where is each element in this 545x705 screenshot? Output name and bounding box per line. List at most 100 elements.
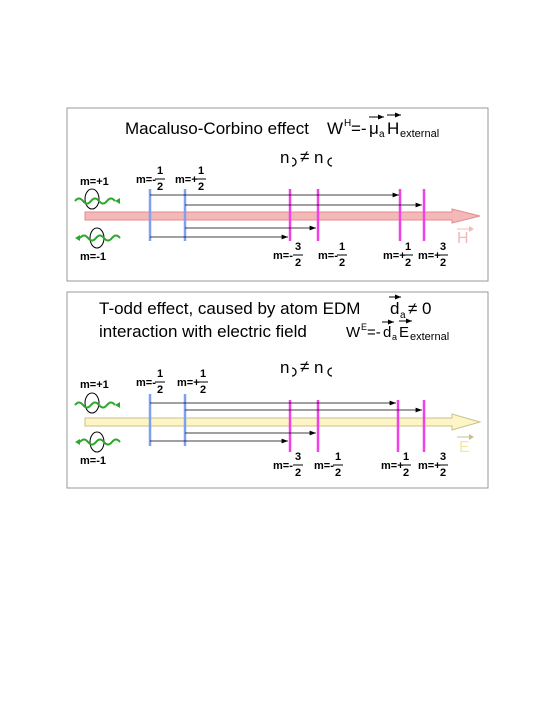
label-num: 1 (157, 165, 163, 177)
n-left: n (280, 358, 289, 377)
edm-symbol: d a ≠ 0 (389, 294, 432, 321)
bottom-label-m-plus-half: m=+ 1 2 (383, 241, 413, 269)
formula-w: W (327, 119, 343, 138)
label-num: 1 (403, 451, 409, 463)
formula-eq: =- (367, 324, 381, 341)
edm-d: d (390, 299, 399, 318)
label-prefix: m=+ (383, 250, 406, 262)
label-num: 3 (295, 241, 301, 253)
label-num: 3 (295, 451, 301, 463)
top-label-m-minus-half: m=- 1 2 (136, 165, 165, 193)
label-prefix: m=- (136, 174, 156, 186)
circular-left-icon (327, 157, 333, 167)
n-left: n (280, 148, 289, 167)
label-prefix: m=+ (175, 174, 198, 186)
label-den: 2 (440, 467, 446, 479)
label-prefix: m=- (318, 250, 338, 262)
axis-label: E (459, 439, 470, 456)
label-prefix: m=+ (381, 460, 404, 472)
label-num: 3 (440, 451, 446, 463)
label-den: 2 (339, 257, 345, 269)
bottom-label-m-plus-three-halves: m=+ 3 2 (418, 241, 448, 269)
formula-w: W (346, 324, 361, 341)
label-num: 1 (339, 241, 345, 253)
label-num: 1 (405, 241, 411, 253)
label-den: 2 (295, 257, 301, 269)
bottom-label-m-minus-three-halves: m=- 3 2 (273, 451, 303, 479)
formula-e: E (399, 324, 409, 341)
label-num: 3 (440, 241, 446, 253)
field-label-e: E (457, 434, 474, 456)
panel-macaluso-corbino: Macaluso-Corbino effect W H =- μ a H ext… (66, 107, 489, 282)
label-den: 2 (295, 467, 301, 479)
top-label-m-plus-half: m=+ 1 2 (175, 165, 206, 193)
top-label-m-minus-half: m=- 1 2 (136, 368, 165, 396)
edm-sub: a (400, 310, 406, 321)
bottom-label-m-minus-half: m=- 1 2 (314, 451, 343, 479)
neq: ≠ (300, 147, 309, 166)
formula-h: H (387, 119, 399, 138)
wave-right-circular-icon (74, 392, 120, 414)
label-den: 2 (405, 257, 411, 269)
label-den: 2 (200, 384, 206, 396)
formula-w-sup: H (344, 118, 351, 129)
top-label-m-plus-half: m=+ 1 2 (177, 368, 208, 396)
panel-1-title: Macaluso-Corbino effect (125, 119, 309, 138)
label-prefix: m=- (314, 460, 334, 472)
bottom-label-m-minus-half: m=- 1 2 (318, 241, 347, 269)
panel-2-inequality: n ≠ n (280, 357, 333, 377)
bottom-label-m-minus-three-halves: m=- 3 2 (273, 241, 303, 269)
field-label-h: H (457, 226, 474, 247)
axis-label: H (457, 230, 469, 247)
panel-1-border (66, 107, 489, 282)
panel-2-title-line2: interaction with electric field (99, 322, 307, 341)
label-num: 1 (157, 368, 163, 380)
panel-2-title-line1: T-odd effect, caused by atom EDM (99, 299, 360, 318)
label-prefix: m=- (273, 460, 293, 472)
formula-h-sub: external (400, 128, 439, 140)
wave-left-circular-icon (75, 227, 121, 249)
label-den: 2 (440, 257, 446, 269)
formula-d-sub: a (392, 332, 397, 342)
circular-left-icon (327, 367, 333, 377)
label-den: 2 (335, 467, 341, 479)
label-den: 2 (198, 181, 204, 193)
label-prefix: m=+ (418, 460, 441, 472)
panel-t-odd-effect: T-odd effect, caused by atom EDM d a ≠ 0… (66, 291, 489, 489)
edm-neq-zero: ≠ 0 (408, 299, 432, 318)
label-prefix: m=- (136, 377, 156, 389)
formula-eq: =- (351, 119, 367, 138)
panel-2-formula: W E =- d a E external (346, 318, 449, 343)
label-m-minus: m=-1 (80, 251, 106, 263)
wave-right-circular-icon (74, 188, 120, 210)
label-m-minus: m=-1 (80, 455, 106, 467)
formula-e-sub: external (410, 331, 449, 343)
n-right: n (314, 358, 323, 377)
wave-left-circular-icon (75, 431, 121, 453)
label-m-plus: m=+1 (80, 379, 109, 391)
label-m-plus: m=+1 (80, 176, 109, 188)
label-den: 2 (157, 181, 163, 193)
label-prefix: m=- (273, 250, 293, 262)
bottom-label-m-plus-three-halves: m=+ 3 2 (418, 451, 448, 479)
label-num: 1 (200, 368, 206, 380)
formula-mu-sub: a (379, 129, 385, 140)
n-right: n (314, 148, 323, 167)
circular-right-icon (291, 367, 297, 377)
panel-1-inequality: n ≠ n (280, 147, 333, 167)
formula-w-sup: E (361, 322, 367, 332)
label-prefix: m=+ (177, 377, 200, 389)
bottom-label-m-plus-half: m=+ 1 2 (381, 451, 411, 479)
label-den: 2 (403, 467, 409, 479)
panel-1-formula: W H =- μ a H external (327, 112, 439, 140)
circular-right-icon (291, 157, 297, 167)
formula-d: d (383, 324, 391, 341)
neq: ≠ (300, 357, 309, 376)
label-den: 2 (157, 384, 163, 396)
label-num: 1 (198, 165, 204, 177)
label-prefix: m=+ (418, 250, 441, 262)
panel-2-border (66, 291, 489, 489)
label-num: 1 (335, 451, 341, 463)
formula-mu: μ (369, 119, 379, 138)
